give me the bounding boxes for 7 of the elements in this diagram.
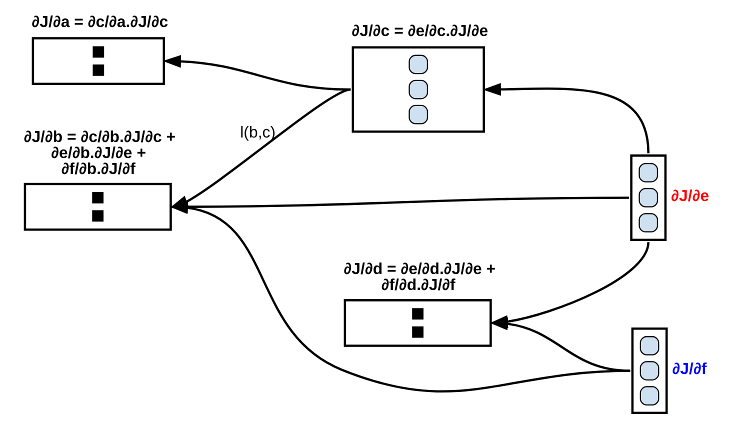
node-label: ∂J/∂f	[672, 360, 706, 378]
node-label: ∂J/∂b = ∂c/∂b.∂J/∂c + ∂e/∂b.∂J/∂e + ∂f/∂b.∂J/∂f	[23, 129, 176, 178]
node-label: ∂J/∂c = ∂e/∂c.∂J/∂e	[351, 23, 488, 40]
node-label: ∂J/∂a = ∂c/∂a.∂J/∂c	[31, 14, 168, 32]
node-label: ∂J/∂e	[670, 188, 709, 205]
node-label: ∂J/∂d = ∂e/∂d.∂J/∂e + ∂f/∂d.∂J/∂f	[343, 261, 496, 294]
edge-label: l(b,c)	[240, 124, 276, 142]
